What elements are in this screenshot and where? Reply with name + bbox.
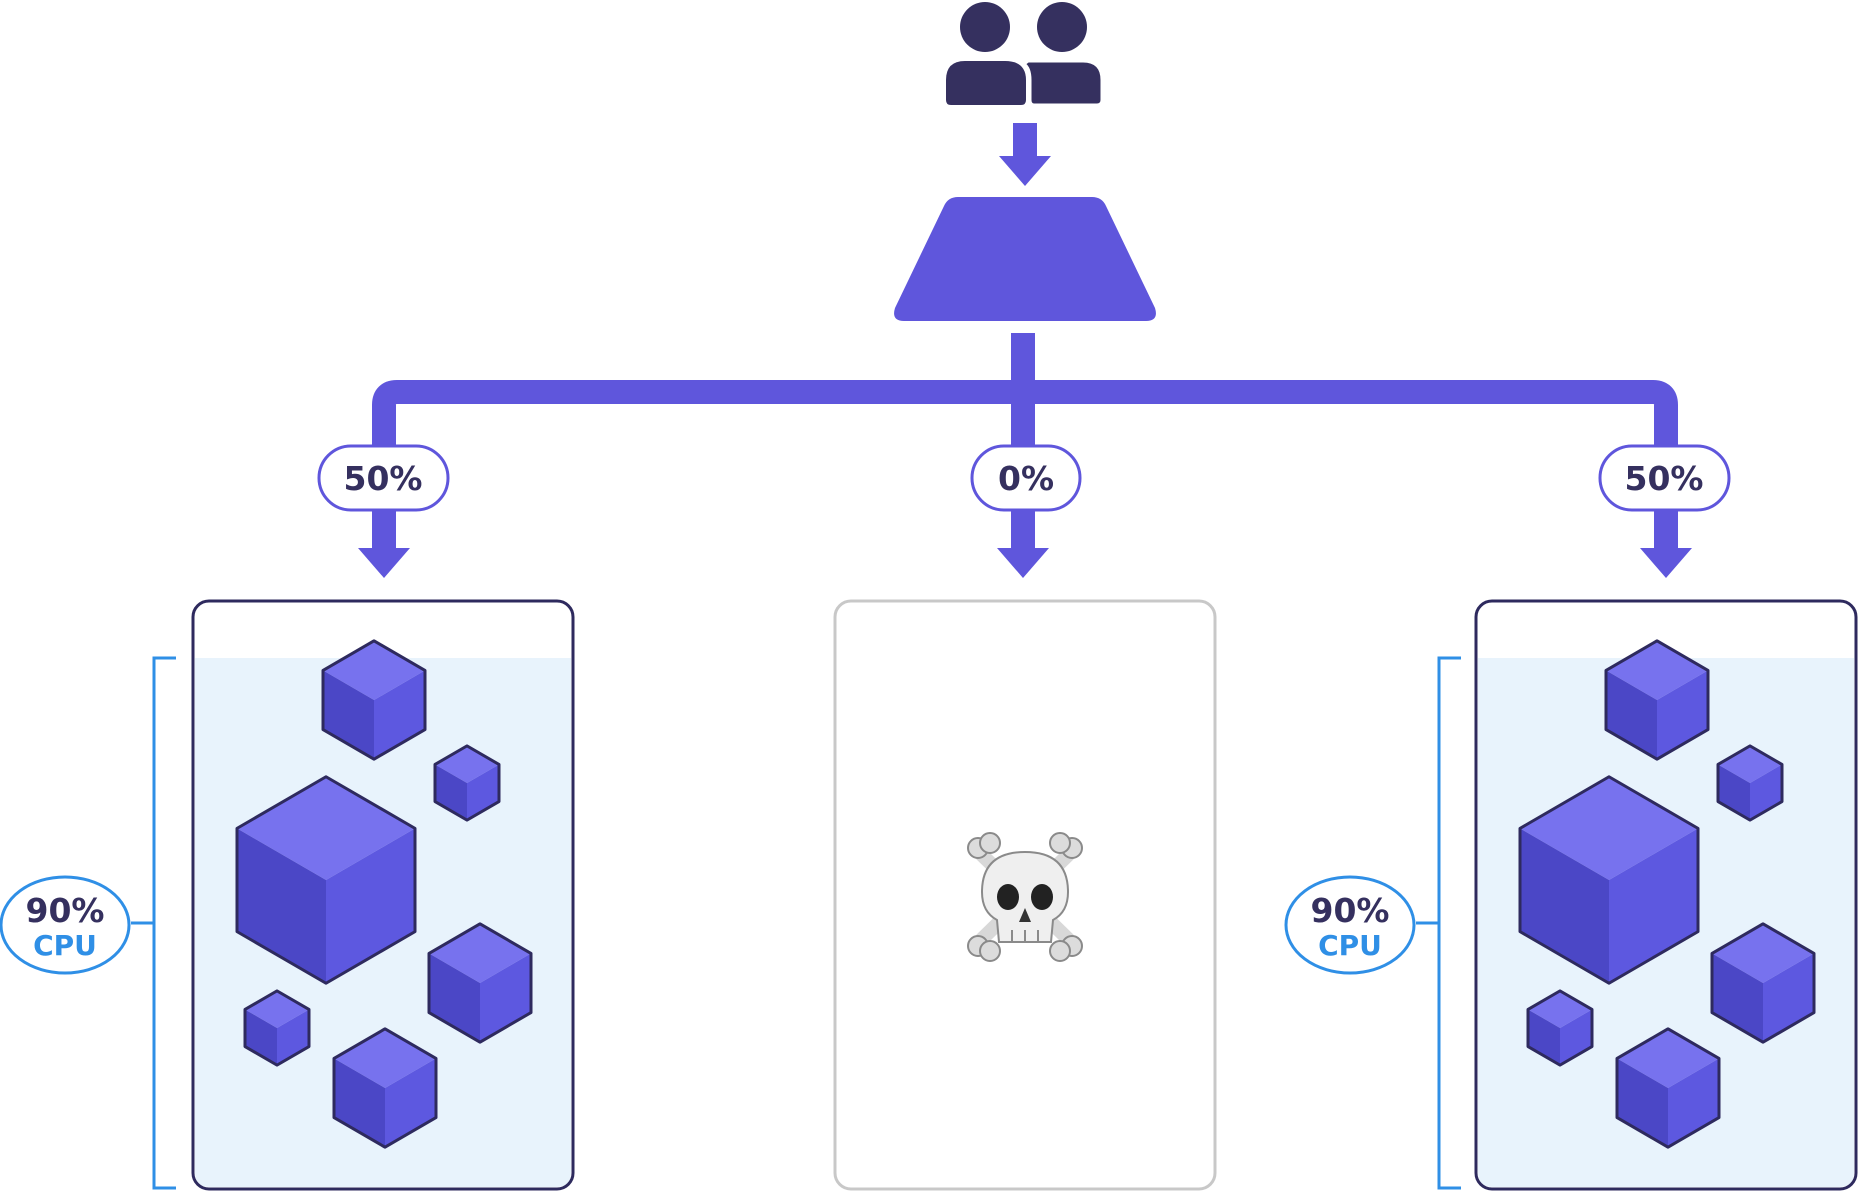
balancer-trunk xyxy=(1011,333,1035,379)
container-cube-icon xyxy=(332,1027,438,1149)
container-cube-icon xyxy=(1716,744,1784,822)
container-cube-icon xyxy=(1604,639,1710,761)
left-node-container xyxy=(191,599,575,1191)
right-cpu-bracket xyxy=(1416,656,1461,1190)
right-cpu-label: CPU xyxy=(1318,929,1382,962)
container-cube-icon xyxy=(243,989,311,1067)
middle-node-container xyxy=(833,599,1217,1191)
left-cpu-bracket xyxy=(131,656,176,1190)
users-to-balancer-arrow xyxy=(999,123,1051,186)
right-route-arrow xyxy=(1640,510,1692,578)
container-cube-icon xyxy=(1526,989,1594,1067)
left-cpu-percent: 90% xyxy=(26,891,105,930)
users-icon xyxy=(946,2,1104,107)
middle-route-arrow xyxy=(997,510,1049,578)
left-route-pill: 50% xyxy=(317,444,450,512)
left-cpu-badge: 90% CPU xyxy=(0,875,131,975)
middle-route-pill: 0% xyxy=(970,444,1082,512)
right-node-cubes xyxy=(1518,639,1816,1149)
container-cube-icon xyxy=(427,922,533,1044)
right-cpu-percent: 90% xyxy=(1311,891,1390,930)
container-cube-icon xyxy=(1518,775,1700,985)
load-balancer-icon xyxy=(894,197,1156,321)
left-route-percent: 50% xyxy=(344,459,423,498)
container-cube-icon xyxy=(321,639,427,761)
right-route-pill: 50% xyxy=(1598,444,1731,512)
right-cpu-badge: 90% CPU xyxy=(1284,875,1416,975)
container-cube-icon xyxy=(235,775,417,985)
left-route-arrow xyxy=(358,510,410,578)
middle-branch-line xyxy=(1011,379,1035,446)
right-route-percent: 50% xyxy=(1625,459,1704,498)
skull-and-crossbones-icon xyxy=(967,832,1083,962)
left-cpu-label: CPU xyxy=(33,929,97,962)
container-cube-icon xyxy=(1615,1027,1721,1149)
left-node-cubes xyxy=(235,639,533,1149)
container-cube-icon xyxy=(433,744,501,822)
middle-route-percent: 0% xyxy=(998,459,1054,498)
container-cube-icon xyxy=(1710,922,1816,1044)
right-node-container xyxy=(1474,599,1858,1191)
